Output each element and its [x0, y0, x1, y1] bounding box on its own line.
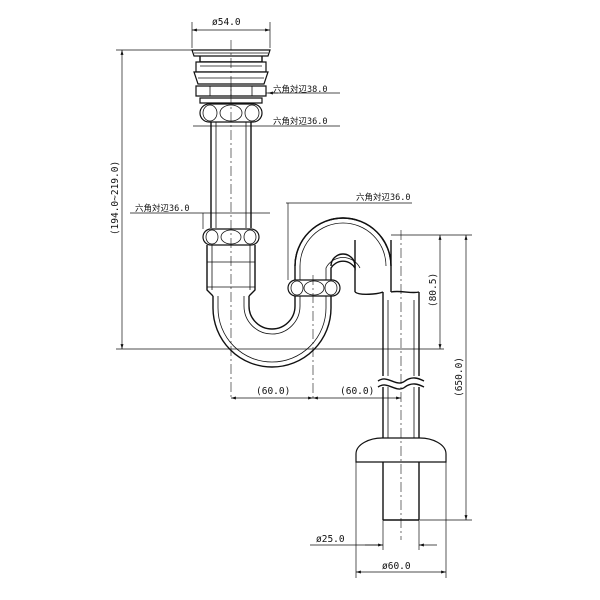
dim-top-diameter: ø54.0: [191, 17, 271, 48]
label-hex-upper2: 六角対辺36.0: [273, 116, 327, 127]
trap-bend: [212, 296, 332, 368]
dim-flange-diameter: ø60.0: [355, 462, 447, 578]
dim-overall-height: (194.0~219.0): [110, 49, 444, 350]
dim-hex-left: 六角対辺36.0: [130, 203, 270, 229]
trap-loop: [294, 217, 392, 280]
tailpiece-pipe: [210, 122, 252, 228]
dim-horiz-left: (60.0): [231, 386, 313, 400]
label-flange-diameter: ø60.0: [382, 561, 411, 572]
label-top-diameter: ø54.0: [212, 17, 241, 28]
label-pipe-diameter: ø25.0: [316, 534, 345, 545]
dim-trap-depth: (80.5): [391, 234, 444, 349]
center-lines: [230, 40, 402, 540]
dim-horiz-right: (60.0): [313, 386, 401, 400]
label-trap-depth: (80.5): [428, 273, 439, 307]
down-pipe: [354, 266, 425, 438]
label-hex-upper: 六角対辺38.0: [273, 84, 327, 95]
label-vertical-650: (650.0): [454, 357, 465, 397]
label-horiz-left: (60.0): [256, 386, 290, 397]
label-hex-left: 六角対辺36.0: [135, 203, 189, 214]
dim-hex-upper: 六角対辺38.0: [266, 84, 340, 95]
dim-pipe-diameter: ø25.0: [310, 520, 437, 550]
label-horiz-right: (60.0): [340, 386, 374, 397]
label-overall-height: (194.0~219.0): [110, 161, 121, 235]
dim-hex-right: 六角対辺36.0: [286, 192, 412, 280]
dim-hex-upper2: 六角対辺36.0: [193, 116, 340, 127]
label-hex-right: 六角対辺36.0: [356, 192, 410, 203]
right-hex-nut: [287, 279, 341, 297]
